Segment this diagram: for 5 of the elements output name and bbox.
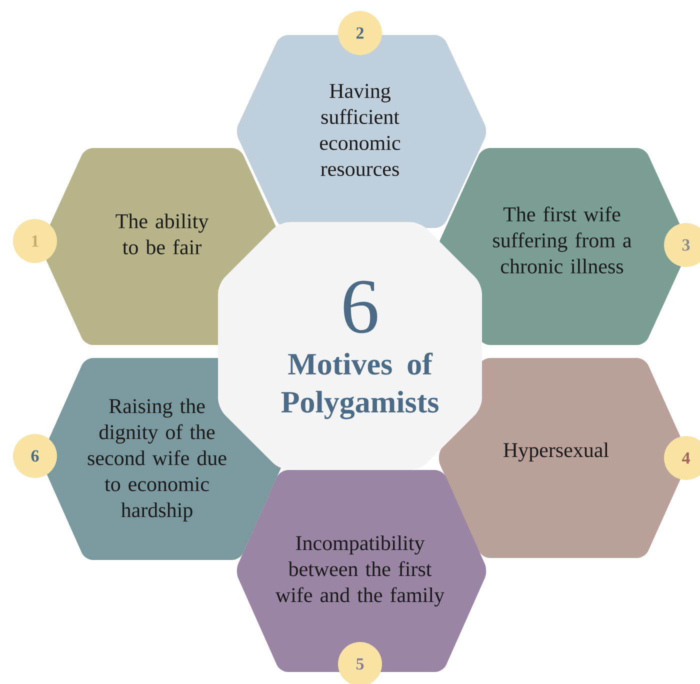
number-badge: 3 xyxy=(664,223,700,267)
number-badge: 6 xyxy=(13,434,57,478)
number-badge: 5 xyxy=(338,642,382,684)
number-badge: 2 xyxy=(338,10,382,55)
number-badge: 4 xyxy=(664,436,700,480)
